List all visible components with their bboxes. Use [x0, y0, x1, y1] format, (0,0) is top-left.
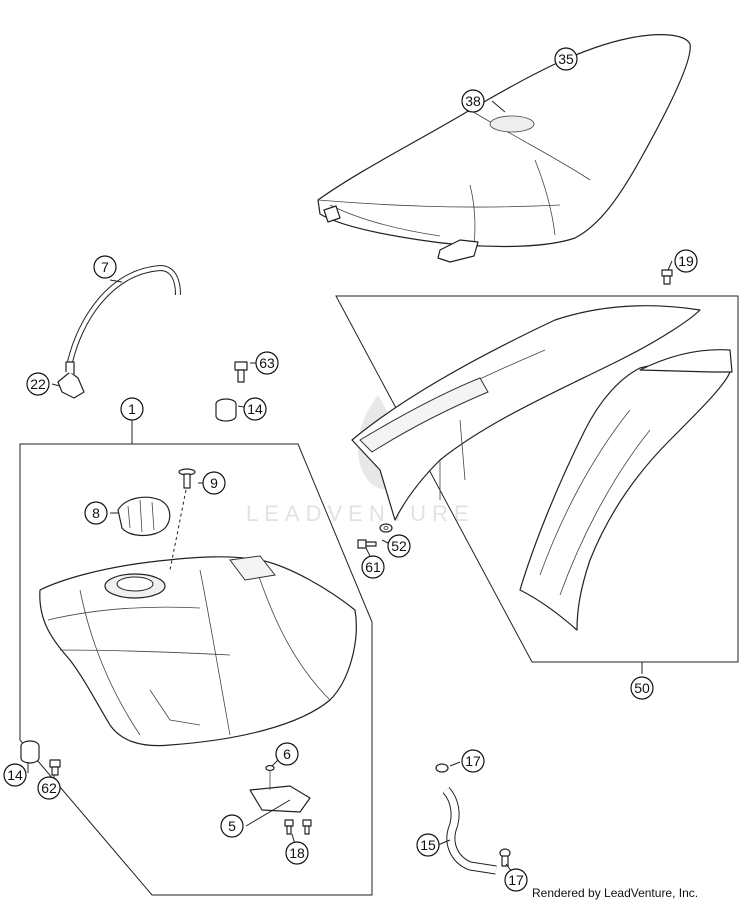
- callout-6-label: 6: [283, 746, 291, 762]
- callout-22-label: 22: [30, 376, 46, 392]
- callout-38-label: 38: [465, 93, 481, 109]
- callout-35: 35: [554, 47, 578, 71]
- callout-15-label: 15: [420, 837, 436, 853]
- callout-18: 18: [285, 841, 309, 865]
- callout-50-label: 50: [634, 680, 650, 696]
- render-credit: Rendered by LeadVenture, Inc.: [532, 886, 699, 900]
- callout-14-lower-label: 14: [7, 767, 23, 783]
- breather-hose-illustration: [57, 264, 181, 399]
- callout-15: 15: [416, 833, 440, 857]
- screws-18-illustration: [284, 819, 312, 835]
- callout-17-lower-label: 17: [508, 872, 524, 888]
- callout-52: 52: [387, 534, 411, 558]
- callout-9: 9: [202, 471, 226, 495]
- screw-62-illustration: [49, 759, 61, 776]
- bushing-14b-illustration: [20, 740, 40, 764]
- callout-5: 5: [220, 814, 244, 838]
- callout-17-upper-label: 17: [465, 753, 481, 769]
- screw-63-illustration: [234, 361, 248, 383]
- callout-35-label: 35: [558, 51, 574, 67]
- shrouds-illustration: [351, 305, 733, 631]
- callout-1-label: 1: [128, 401, 136, 417]
- tank-group-outline: [19, 420, 373, 896]
- fuel-cap-illustration: [117, 496, 171, 537]
- washer-52-illustration: [379, 523, 393, 533]
- bushing-14a-illustration: [215, 398, 237, 422]
- shroud-group-outline: [335, 295, 739, 674]
- callout-8: 8: [84, 501, 108, 525]
- callout-7: 7: [93, 255, 117, 279]
- callout-17-lower: 17: [504, 868, 528, 892]
- screw-61-illustration: [357, 539, 377, 549]
- fuel-tap-illustration: [249, 764, 311, 813]
- callout-14-upper: 14: [243, 397, 267, 421]
- callout-62: 62: [37, 776, 61, 800]
- callout-17-upper: 17: [461, 749, 485, 773]
- callout-61: 61: [361, 555, 385, 579]
- fuel-tank-illustration: [39, 555, 357, 747]
- callout-8-label: 8: [92, 505, 100, 521]
- clamp-17a-illustration: [435, 763, 449, 773]
- callout-62-label: 62: [41, 780, 57, 796]
- callout-1: 1: [120, 397, 144, 421]
- callout-14-lower: 14: [3, 763, 27, 787]
- clamp-17b-illustration: [499, 848, 511, 867]
- fuel-hose-illustration: [442, 786, 497, 875]
- leader-lines: [27, 100, 673, 873]
- callout-52-label: 52: [391, 538, 407, 554]
- watermark-text: LEADVENTURE: [246, 501, 475, 526]
- callout-14-upper-label: 14: [247, 401, 263, 417]
- callout-50: 50: [630, 676, 654, 700]
- callout-18-label: 18: [289, 845, 305, 861]
- screw-19-illustration: [661, 269, 673, 285]
- seat-illustration: [317, 34, 691, 263]
- callout-5-label: 5: [228, 818, 236, 834]
- callout-6: 6: [275, 742, 299, 766]
- callout-7-label: 7: [101, 259, 109, 275]
- callout-63-label: 63: [259, 355, 275, 371]
- callout-19-label: 19: [678, 253, 694, 269]
- callout-61-label: 61: [365, 559, 381, 575]
- callout-22: 22: [26, 372, 50, 396]
- callout-38: 38: [461, 89, 485, 113]
- screw-9-illustration: [178, 468, 196, 489]
- callout-9-label: 9: [210, 475, 218, 491]
- callout-63: 63: [255, 351, 279, 375]
- callout-19: 19: [674, 249, 698, 273]
